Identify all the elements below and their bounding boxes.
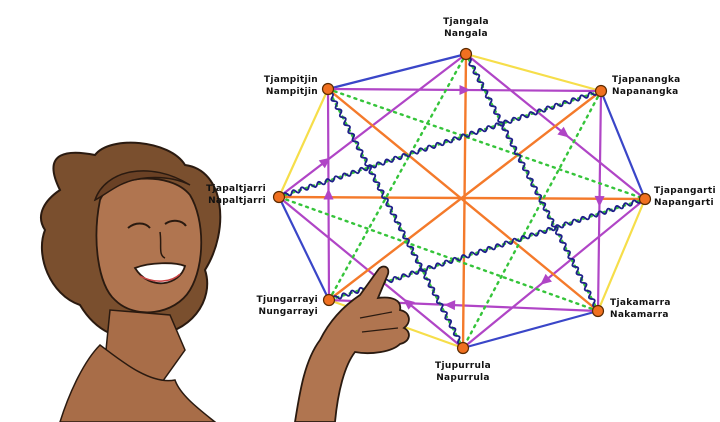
diagram-lines (277, 52, 647, 350)
node-label-line2: Nampitjin (266, 87, 318, 97)
green-dotted-chord (327, 197, 647, 302)
green-dotted-chord (461, 89, 603, 350)
wavy-chord (278, 88, 602, 200)
node-label-line1: Tjapangarti (654, 186, 716, 196)
green-dotted-chord (326, 87, 647, 201)
direction-arrow (318, 157, 331, 169)
wavy-chord (464, 53, 600, 312)
node-label-line1: Tjakamarra (610, 298, 671, 308)
perimeter-edge (599, 89, 647, 201)
diagram-nodes (272, 47, 652, 355)
node-label-line2: Nangala (444, 29, 488, 39)
node-label-line2: Napangarti (654, 198, 714, 208)
node-label-line2: Napaltjarri (208, 196, 266, 206)
perimeter-edge (596, 197, 647, 313)
node-label-line2: Napurrula (436, 373, 490, 383)
green-dotted-chord (464, 52, 600, 313)
skin-node-n2 (638, 192, 652, 206)
skin-node-n3 (591, 304, 605, 318)
purple-chord (277, 195, 465, 350)
skin-node-n4 (456, 341, 470, 355)
pointing-hand-icon (294, 265, 410, 422)
skin-node-n6 (272, 190, 286, 204)
node-label-line1: Tjampitjin (264, 75, 318, 85)
direction-arrow (540, 273, 552, 285)
node-label-line2: Nungarrayi (259, 307, 319, 317)
orange-diameter (327, 89, 603, 302)
node-label-line1: Tjapanangka (612, 75, 681, 85)
orange-diameter (326, 87, 600, 313)
direction-arrow (557, 126, 570, 138)
green-dotted-chord (327, 52, 468, 302)
wavy-chord (326, 88, 465, 349)
perimeter-edge (461, 309, 600, 350)
skin-node-n1 (594, 84, 608, 98)
node-label-line1: Tjupurrula (435, 361, 491, 371)
node-label-line2: Nakamarra (610, 310, 669, 320)
skin-node-n7 (321, 82, 335, 96)
perimeter-edge (277, 87, 330, 199)
direction-arrow (403, 298, 415, 310)
node-label-line2: Napanangka (612, 87, 679, 97)
perimeter-edge (464, 52, 603, 93)
skin-node-n0 (459, 47, 473, 61)
presenter-portrait (40, 141, 222, 422)
perimeter-edge (277, 195, 331, 302)
green-dotted-chord (277, 195, 600, 313)
node-label-line1: Tjungarrayi (257, 295, 318, 305)
perimeter-edge (326, 52, 468, 91)
skin-node-n5 (322, 293, 336, 307)
node-label-line1: Tjangala (443, 17, 489, 27)
direction-arrow (444, 300, 456, 311)
direction-arrow (459, 84, 471, 95)
direction-arrow (323, 188, 334, 200)
node-label-line1: Tjapaltjarri (206, 184, 266, 194)
direction-arrow (594, 195, 605, 207)
